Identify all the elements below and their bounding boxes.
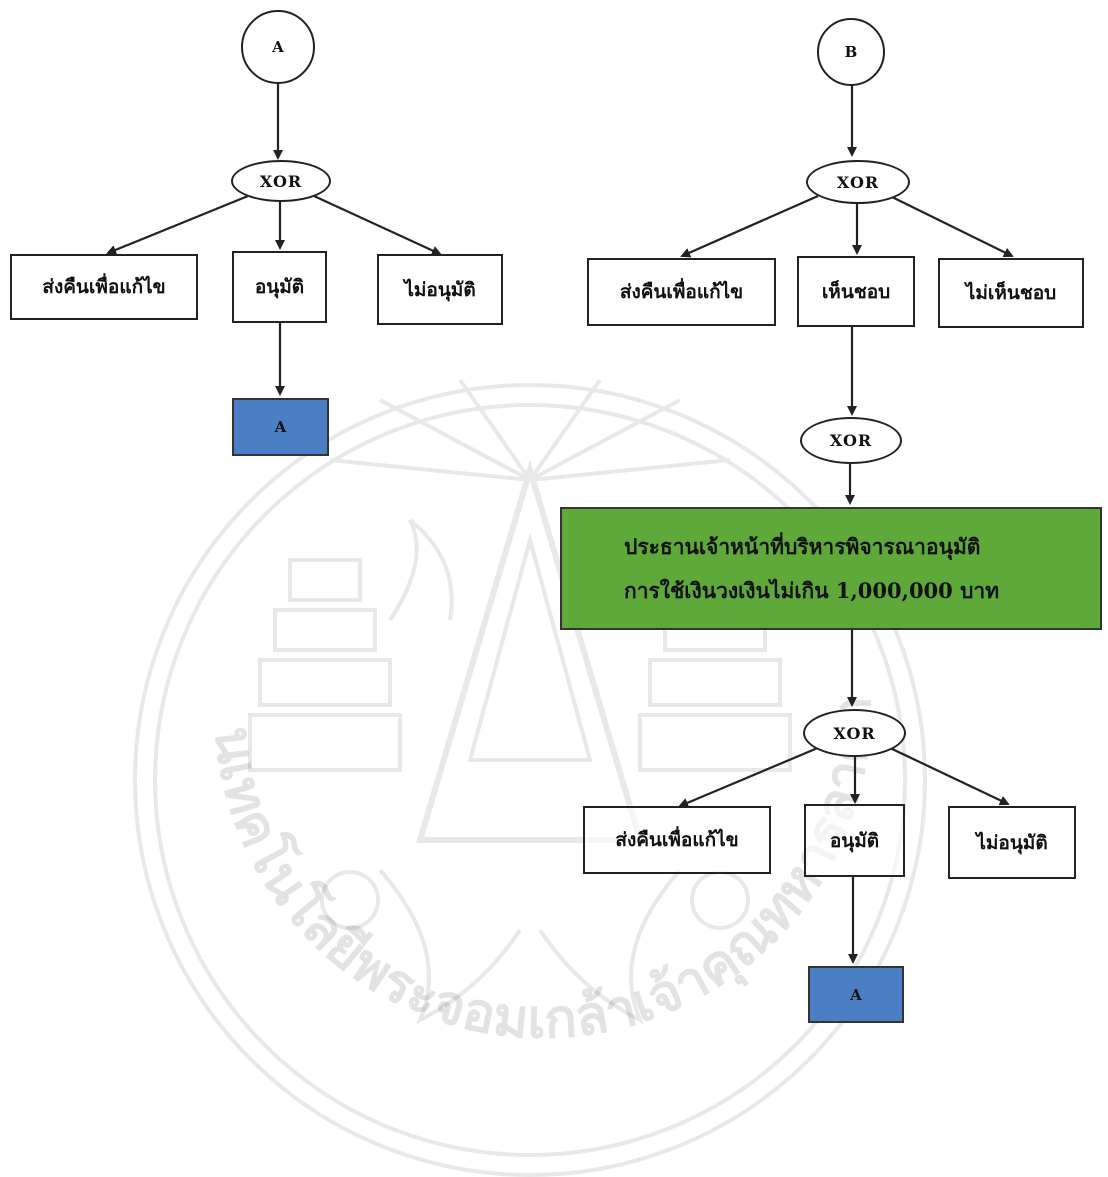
- disagree-box: ไม่เห็นชอบ: [938, 258, 1084, 328]
- edge-gate-to-reject: [313, 195, 442, 256]
- end-connector-a-right: A: [808, 966, 904, 1023]
- edge-gate1-to-disagree: [889, 195, 1014, 257]
- ceo-decision-box: ประธานเจ้าหน้าที่บริหารพิจารณาอนุมัติ กา…: [560, 507, 1102, 630]
- reject-box: ไม่อนุมัติ: [377, 254, 503, 325]
- start-connector-b: B: [817, 18, 885, 86]
- edge-gate3-to-return: [678, 745, 821, 808]
- return-for-edit-box: ส่งคืนเพื่อแก้ไข: [10, 254, 198, 320]
- approve-box: อนุมัติ: [232, 251, 327, 323]
- decision-line-2: การใช้เงินวงเงินไม่เกิน 1,000,000 บาท: [624, 577, 1000, 603]
- agree-box: เห็นชอบ: [797, 256, 915, 327]
- xor-gate-right-3: XOR: [803, 709, 906, 757]
- reject-box-bottom: ไม่อนุมัติ: [948, 806, 1076, 879]
- xor-gate-right-1: XOR: [806, 160, 910, 204]
- edge-gate3-to-reject: [887, 746, 1010, 806]
- decision-line-1: ประธานเจ้าหน้าที่บริหารพิจารณาอนุมัติ: [624, 533, 981, 559]
- xor-gate-left: XOR: [231, 160, 331, 202]
- end-connector-a: A: [232, 398, 329, 456]
- return-for-edit-box-right: ส่งคืนเพื่อแก้ไข: [587, 258, 776, 326]
- return-for-edit-box-bottom: ส่งคืนเพื่อแก้ไข: [583, 806, 771, 874]
- edge-gate-to-return: [106, 194, 249, 255]
- start-connector-a: A: [241, 10, 315, 84]
- xor-gate-right-2: XOR: [800, 417, 902, 464]
- edge-gate1-to-return: [680, 194, 819, 258]
- approve-box-bottom: อนุมัติ: [804, 804, 905, 877]
